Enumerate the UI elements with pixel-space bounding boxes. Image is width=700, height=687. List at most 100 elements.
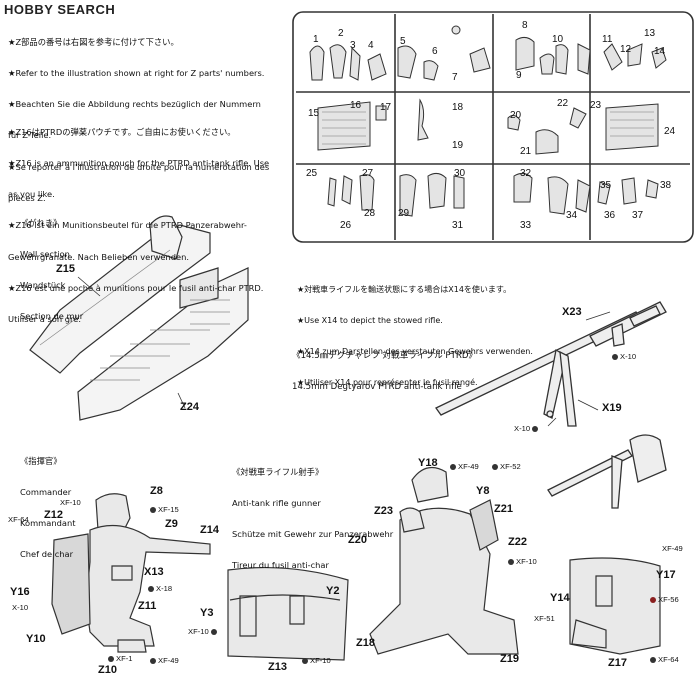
commander-caption: 《指揮官》 Commander Kommandant Chef de char <box>20 435 75 570</box>
sprue-number: 3 <box>350 40 356 51</box>
sprue-number: 30 <box>454 168 466 179</box>
paint-x10: X-10 <box>514 424 540 433</box>
paint-dot-icon <box>150 507 156 513</box>
part-label-z22: Z22 <box>508 536 527 548</box>
wall-caption: 《がれき》 Wall section Wandstück Section de … <box>20 197 83 332</box>
note-line: ★Se reporter à l'illustration de droite … <box>8 161 270 172</box>
sprue-number: 27 <box>362 168 374 179</box>
paint-code: XF-10 <box>188 627 209 636</box>
sprue-number: 5 <box>400 36 406 47</box>
rifle-caption: 《14.5㎜デグチャレフ 対戦車ライフル PTRD》 14.5mm Degtya… <box>292 330 477 403</box>
caption-fr: Tireur du fusil anti-char <box>232 560 329 571</box>
paint-code: X-18 <box>156 584 173 593</box>
note-line: ★Utiliser X14 pour représenter le fusil … <box>297 378 478 388</box>
sprue-number: 17 <box>380 102 392 113</box>
rifle-leaders <box>547 311 611 427</box>
part-label-x23: X23 <box>562 306 582 318</box>
paint-dot-icon <box>450 464 456 470</box>
sprue-number: 26 <box>340 220 352 231</box>
part-label-z24: Z24 <box>180 401 199 413</box>
sprue-number: 22 <box>557 98 569 109</box>
note-line: Gewehrgranate. Nach Belieben verwenden. <box>8 251 190 262</box>
sprue-number: 36 <box>604 210 616 221</box>
paint-dot-icon <box>612 354 618 360</box>
paint-xf49: XF-49 <box>150 656 179 665</box>
sprue-number: 37 <box>632 210 644 221</box>
paint-xf10: XF-10 <box>188 627 219 636</box>
gunner-figure-drawing <box>369 466 519 655</box>
caption-fr: Chef de char <box>20 549 74 560</box>
caption-jp: 《がれき》 <box>20 217 62 228</box>
sprue-number: 24 <box>664 126 676 137</box>
note-line: ★Z16 est une poche à munitions pour le f… <box>8 282 264 293</box>
part-label-z15: Z15 <box>56 263 75 275</box>
part-label-y2: Y2 <box>326 585 340 597</box>
ptrd-rifle-drawing <box>435 301 667 509</box>
caption-jp: 《14.5㎜デグチャレフ 対戦車ライフル PTRD》 <box>292 350 478 361</box>
note-line: ★X14 zum Darstellen des verstauten Geweh… <box>297 347 533 357</box>
notes-top: ★Z部品の番号は右図を参考に付けて下さい。 ★Refer to the illu… <box>8 16 269 214</box>
sprue-number: 11 <box>602 34 613 45</box>
paint-x10: X-10 <box>12 603 28 612</box>
paint-code: XF-56 <box>658 595 679 604</box>
x14-note: ★対戦車ライフルを輸送状態にする場合はX14を使います。 ★Use X14 to… <box>297 264 533 399</box>
sprue-number: 32 <box>520 168 532 179</box>
part-label-y3: Y3 <box>200 607 214 619</box>
part-label-y10: Y10 <box>26 633 46 645</box>
sprue-number: 16 <box>350 100 362 111</box>
gunner-caption: 《対戦車ライフル射手》 Anti-tank rifle gunner Schüt… <box>232 446 393 581</box>
caption-en: Anti-tank rifle gunner <box>232 498 321 509</box>
paint-xf49: XF-49 <box>662 544 683 553</box>
sprue-number: 15 <box>308 108 320 119</box>
paint-code: XF-51 <box>534 614 555 623</box>
sprue-number: 4 <box>368 40 374 51</box>
part-label-z20: Z20 <box>348 534 367 546</box>
paint-code: XF-15 <box>158 505 179 514</box>
sprue-number: 38 <box>660 180 672 191</box>
paint-code: X-10 <box>514 424 531 433</box>
note-line: as you like. <box>8 189 55 200</box>
sprue-number: 6 <box>432 46 438 57</box>
paint-dot-icon <box>532 426 539 432</box>
sprue-number: 7 <box>452 72 458 83</box>
sprue-number: 20 <box>510 110 522 121</box>
part-label-y14: Y14 <box>550 592 570 604</box>
paint-dot-icon <box>148 586 154 592</box>
paint-dot-icon <box>650 657 656 663</box>
part-label-z12: Z12 <box>44 509 63 521</box>
part-label-z21: Z21 <box>494 503 513 515</box>
part-label-x13: X13 <box>144 566 164 578</box>
right-figure-drawing <box>569 557 661 655</box>
sprue-number: 34 <box>566 210 578 221</box>
paint-xf64: XF-64 <box>8 515 29 524</box>
paint-code: XF-1 <box>116 654 133 663</box>
paint-xf10: XF-10 <box>508 557 537 566</box>
paint-code: XF-64 <box>8 515 29 524</box>
paint-dot-icon <box>150 658 156 664</box>
sprue-number: 2 <box>338 28 344 39</box>
part-label-z13: Z13 <box>268 661 287 673</box>
paint-dot-icon <box>210 629 217 635</box>
paint-xf1: XF-1 <box>108 654 132 663</box>
part-label-z18: Z18 <box>356 637 375 649</box>
paint-xf56: XF-56 <box>650 595 679 604</box>
watermark-logo: HOBBY SEARCH <box>4 2 115 17</box>
paint-code: X-10 <box>12 603 29 612</box>
note-line: ★Refer to the illustration shown at righ… <box>8 68 265 79</box>
notes-z16: ★Z16はPTRDの弾薬パウチです。ご自由にお使いください。 ★Z16 is a… <box>8 106 269 335</box>
note-line: für Z-Teile. <box>8 130 52 141</box>
caption-en: Wall section <box>20 249 70 260</box>
sprue-number: 1 <box>313 34 319 45</box>
paint-code: XF-49 <box>662 544 683 553</box>
sprue-number: 10 <box>552 34 564 45</box>
part-label-y17: Y17 <box>656 569 676 581</box>
caption-jp: 《指揮官》 <box>20 455 62 466</box>
leader-lines <box>77 276 186 409</box>
commander-figure-drawing <box>51 493 211 653</box>
paint-dot-icon <box>492 464 498 470</box>
paint-code: XF-64 <box>658 655 679 664</box>
paint-dot-icon <box>108 656 114 662</box>
sprue-number: 8 <box>522 20 528 31</box>
paint-dot-icon <box>508 559 514 565</box>
sprue-number: 9 <box>516 70 522 81</box>
